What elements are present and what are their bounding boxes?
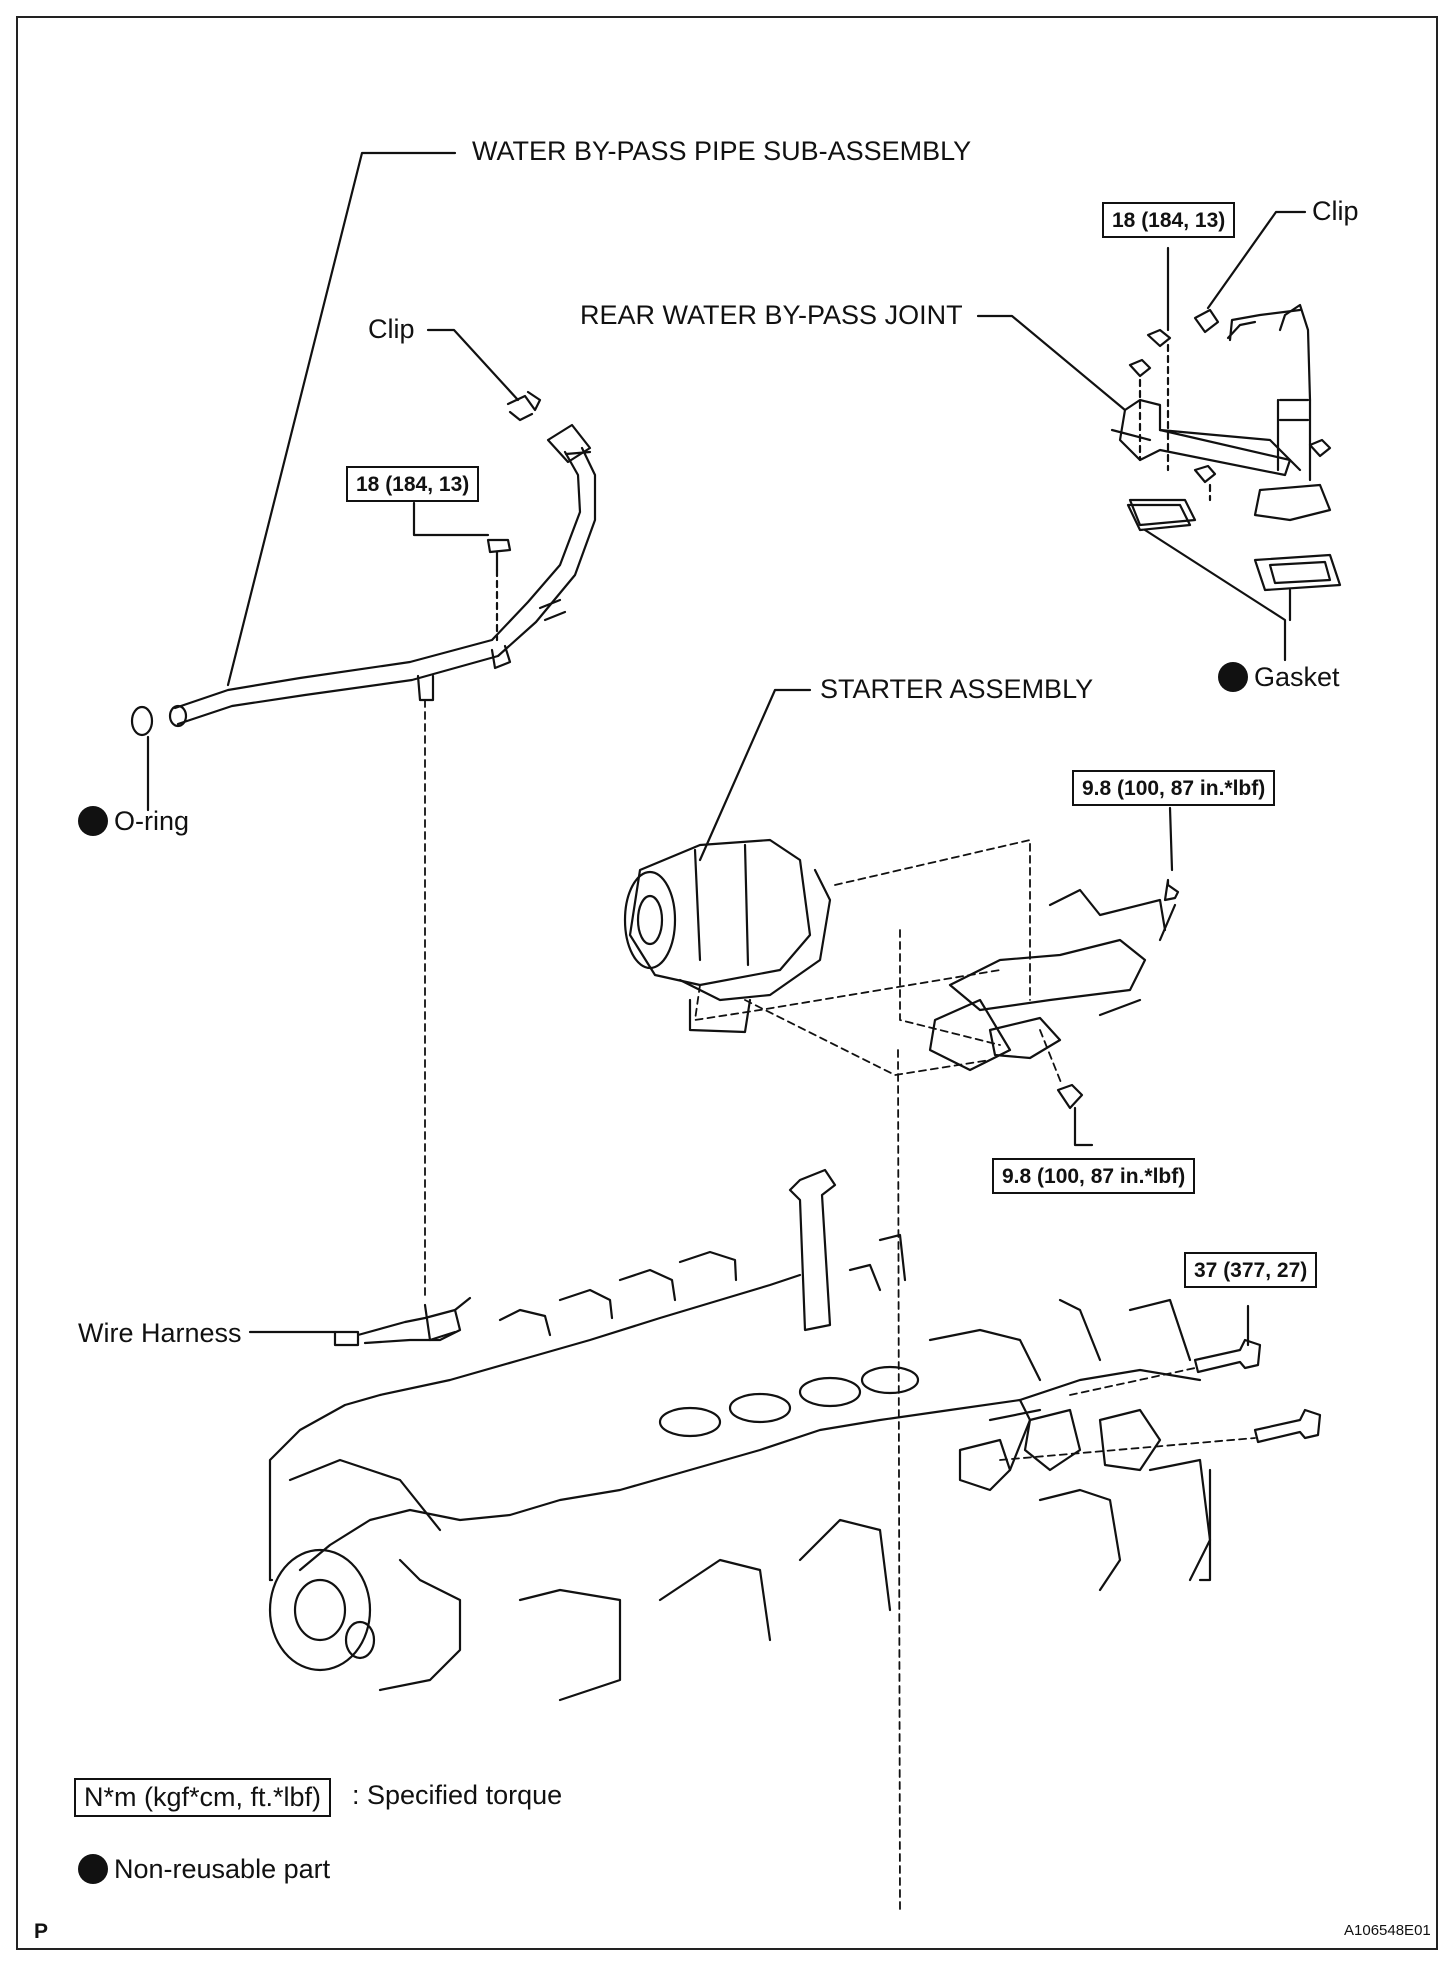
gasket-lower bbox=[1253, 553, 1342, 592]
label-wire-harness: Wire Harness bbox=[78, 1318, 242, 1348]
label-rear-joint: REAR WATER BY-PASS JOINT bbox=[580, 300, 963, 330]
water-bypass-pipe bbox=[168, 423, 597, 728]
leader-clip-right bbox=[1206, 210, 1307, 310]
legend-nonreusable: Non-reusable part bbox=[78, 1854, 331, 1886]
starter-top-bolt bbox=[1163, 878, 1180, 902]
mount-bolt-1 bbox=[1193, 1338, 1262, 1374]
label-oring: O-ring bbox=[78, 806, 190, 838]
legend-torque-box: N*m (kgf*cm, ft.*lbf) bbox=[74, 1778, 332, 1817]
mount-bolt-2 bbox=[1253, 1408, 1322, 1444]
torque-starter-nut-bottom: 9.8 (100, 87 in.*lbf) bbox=[992, 1158, 1196, 1194]
starter-harness-bracket bbox=[928, 888, 1177, 1072]
torque-joint-nut: 18 (184, 13) bbox=[1102, 202, 1236, 238]
legend-torque-desc: : Specified torque bbox=[352, 1780, 563, 1810]
nonreusable-dot-icon bbox=[78, 1854, 108, 1884]
nonreusable-dot-icon bbox=[1218, 662, 1248, 692]
gasket-upper bbox=[1128, 498, 1197, 527]
p-mark: P bbox=[34, 1920, 49, 1943]
pipe-bolt bbox=[486, 538, 512, 572]
figure-id: A106548E01 bbox=[1344, 1922, 1431, 1939]
clip-left-shape bbox=[506, 390, 542, 422]
nonreusable-dot-icon bbox=[78, 806, 108, 836]
diagram-frame bbox=[16, 16, 1438, 1950]
torque-starter-mount: 37 (377, 27) bbox=[1184, 1252, 1318, 1288]
gasket-text: Gasket bbox=[1254, 662, 1340, 693]
leader-pipe bbox=[226, 151, 457, 687]
label-gasket: Gasket bbox=[1218, 662, 1340, 694]
leader-clip-left bbox=[426, 328, 520, 402]
clip-right-shape bbox=[1193, 308, 1220, 334]
label-starter: STARTER ASSEMBLY bbox=[820, 674, 1094, 704]
oring-text: O-ring bbox=[114, 806, 190, 837]
o-ring bbox=[130, 705, 154, 737]
label-water-bypass-pipe: WATER BY-PASS PIPE SUB-ASSEMBLY bbox=[472, 136, 972, 166]
torque-pipe-bolt: 18 (184, 13) bbox=[346, 466, 480, 502]
engine-block bbox=[268, 1168, 1212, 1702]
leader-rear-joint bbox=[976, 314, 1127, 412]
legend-nonreusable-text: Non-reusable part bbox=[114, 1854, 331, 1885]
leader-starter bbox=[698, 688, 812, 862]
torque-starter-bolt-top: 9.8 (100, 87 in.*lbf) bbox=[1072, 770, 1276, 806]
rear-water-bypass-joint bbox=[1110, 303, 1332, 532]
starter-bottom-nut bbox=[1056, 1083, 1084, 1110]
label-clip-right: Clip bbox=[1312, 196, 1359, 226]
starter-assembly bbox=[623, 838, 832, 1034]
wire-harness bbox=[333, 1308, 462, 1347]
label-clip-left: Clip bbox=[368, 314, 415, 344]
